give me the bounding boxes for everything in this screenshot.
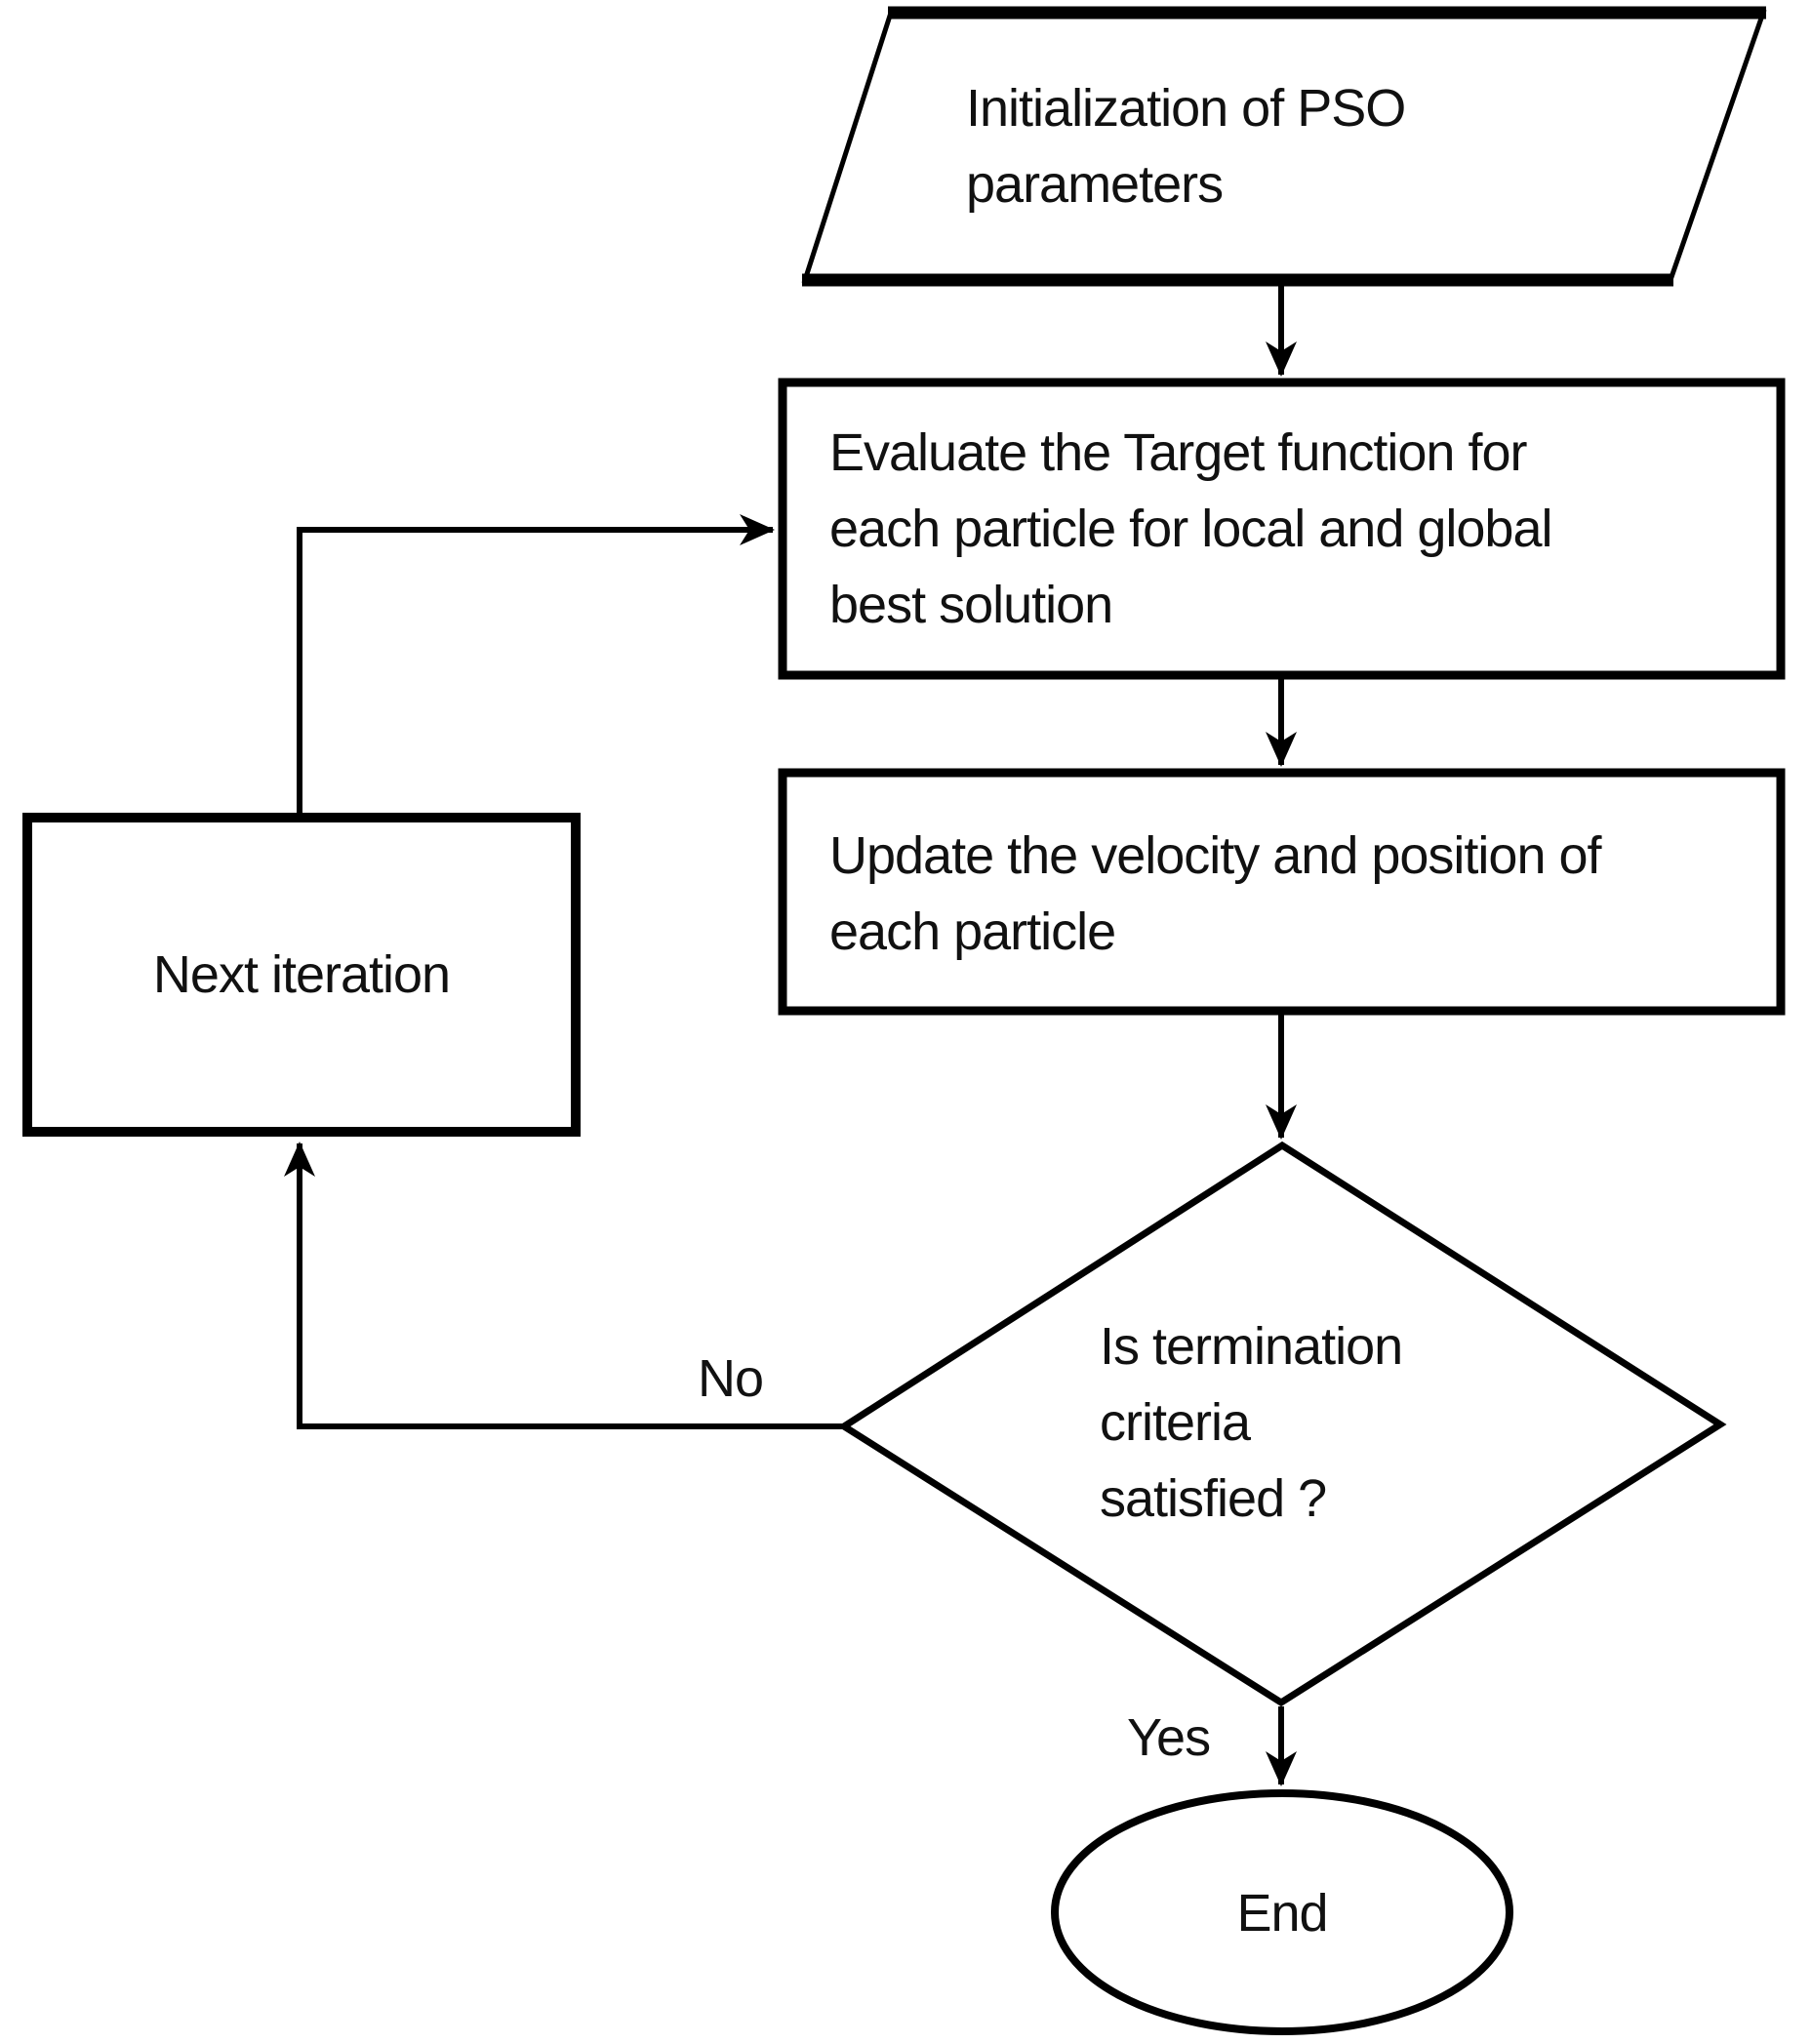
- end-ellipse-shape: [1051, 1789, 1513, 2035]
- next-iteration-node-label: Next iteration: [152, 945, 451, 1004]
- edge-label-no: No: [698, 1349, 764, 1408]
- decision-node-label: Is termination criteria satisfied ?: [1100, 1317, 1403, 1528]
- arrow-decision-no-to-next-iteration: [284, 1142, 844, 1429]
- decision-diamond-shape: [837, 1141, 1727, 1707]
- evaluate-node-label: Evaluate the Target function for each pa…: [829, 423, 1552, 634]
- update-box-shape: [778, 768, 1786, 1016]
- arrow-next-iteration-to-evaluate: [297, 514, 775, 814]
- next-iteration-box-shape: [22, 813, 581, 1137]
- end-node-label: End: [1236, 1884, 1328, 1943]
- update-node-label: Update the velocity and position of each…: [829, 826, 1602, 961]
- edge-label-yes: Yes: [1127, 1708, 1211, 1767]
- evaluate-box-shape: [778, 378, 1786, 680]
- init-node-label: Initialization of PSO parameters: [966, 79, 1406, 214]
